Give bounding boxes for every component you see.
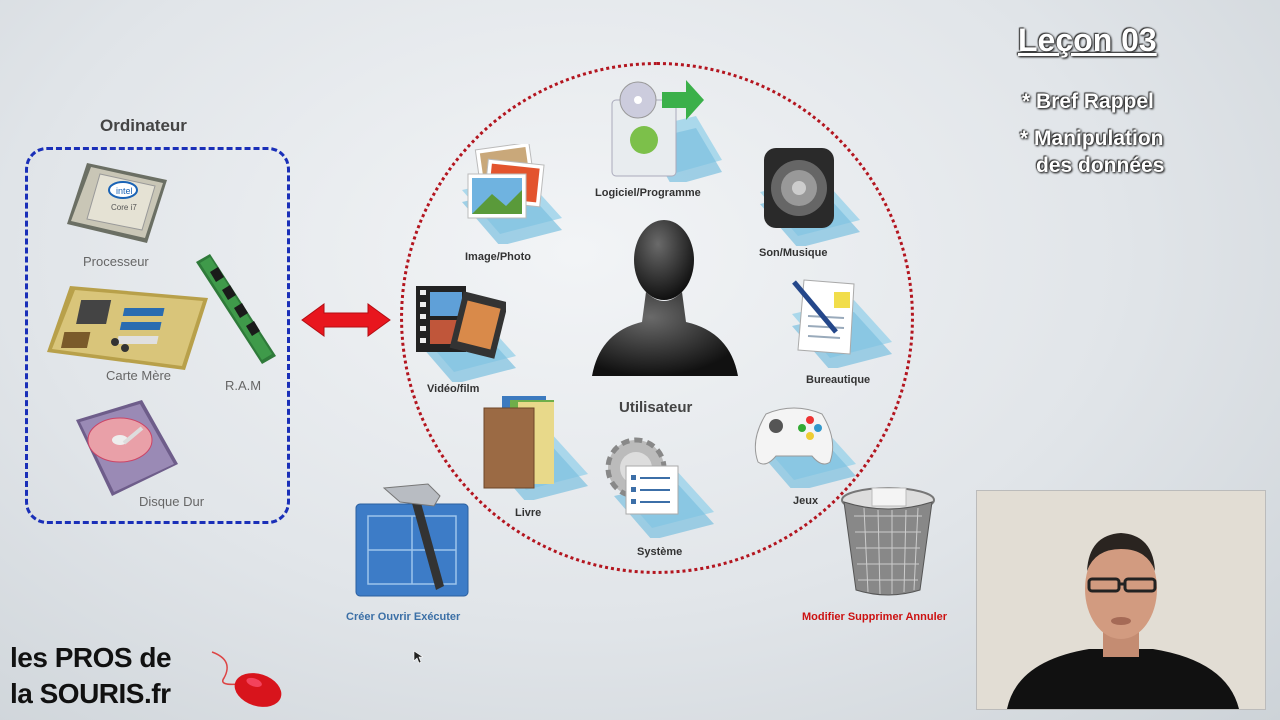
hard-drive-label: Disque Dur — [139, 494, 205, 509]
trash-icon[interactable] — [838, 486, 938, 598]
cpu-icon: intel Core i7 — [67, 163, 167, 243]
modify-delete-cancel-label: Modifier Supprimer Annuler — [802, 611, 948, 623]
presenter-image — [977, 491, 1265, 709]
computer-title: Ordinateur — [100, 116, 187, 135]
film-icon[interactable] — [414, 280, 506, 362]
video-label: Vidéo/film — [427, 383, 480, 395]
photos-label: Image/Photo — [465, 251, 532, 263]
user-label: Utilisateur — [619, 399, 693, 416]
mouse-logo-icon — [211, 651, 282, 707]
ram-label: R.A.M — [225, 378, 262, 393]
computer-box — [25, 147, 290, 524]
bullet-manipulation: * Manipulation — [1020, 127, 1164, 150]
system-label: Système — [637, 546, 683, 558]
office-label: Bureautique — [806, 374, 871, 386]
document-pen-icon[interactable] — [790, 276, 864, 356]
bullet-donnees: des données — [1036, 154, 1165, 177]
games-label: Jeux — [793, 495, 819, 507]
blueprint-hammer-icon[interactable] — [354, 482, 476, 600]
double-arrow-icon — [301, 303, 391, 337]
mouse-cursor-icon — [413, 650, 423, 664]
user-silhouette-icon — [592, 220, 738, 376]
motherboard-label: Carte Mère — [106, 368, 172, 383]
software-label: Logiciel/Programme — [595, 187, 701, 199]
books-icon[interactable] — [482, 392, 562, 490]
gamepad-icon[interactable] — [752, 400, 836, 470]
user-circle — [400, 62, 914, 574]
create-open-execute-label: Créer Ouvrir Exécuter — [346, 611, 461, 623]
ram-icon — [196, 254, 276, 364]
sound-label: Son/Musique — [759, 247, 828, 259]
photos-icon[interactable] — [462, 144, 548, 224]
bullet-bref-rappel: * Bref Rappel — [1022, 90, 1154, 113]
logo-line2: la SOURIS.fr — [10, 678, 171, 709]
logo-line1: les PROS de — [10, 642, 172, 673]
svg-text:intel: intel — [116, 186, 133, 196]
hard-drive-icon — [76, 400, 178, 496]
svg-text:Core i7: Core i7 — [111, 203, 137, 212]
system-gear-icon[interactable] — [602, 432, 684, 518]
webcam-video — [976, 490, 1266, 710]
software-install-icon[interactable] — [606, 70, 706, 180]
speaker-icon[interactable] — [762, 146, 838, 232]
motherboard-icon — [47, 286, 208, 370]
cpu-label: Processeur — [83, 254, 149, 269]
lesson-title: Leçon 03 — [1018, 22, 1157, 58]
books-label: Livre — [515, 507, 542, 519]
